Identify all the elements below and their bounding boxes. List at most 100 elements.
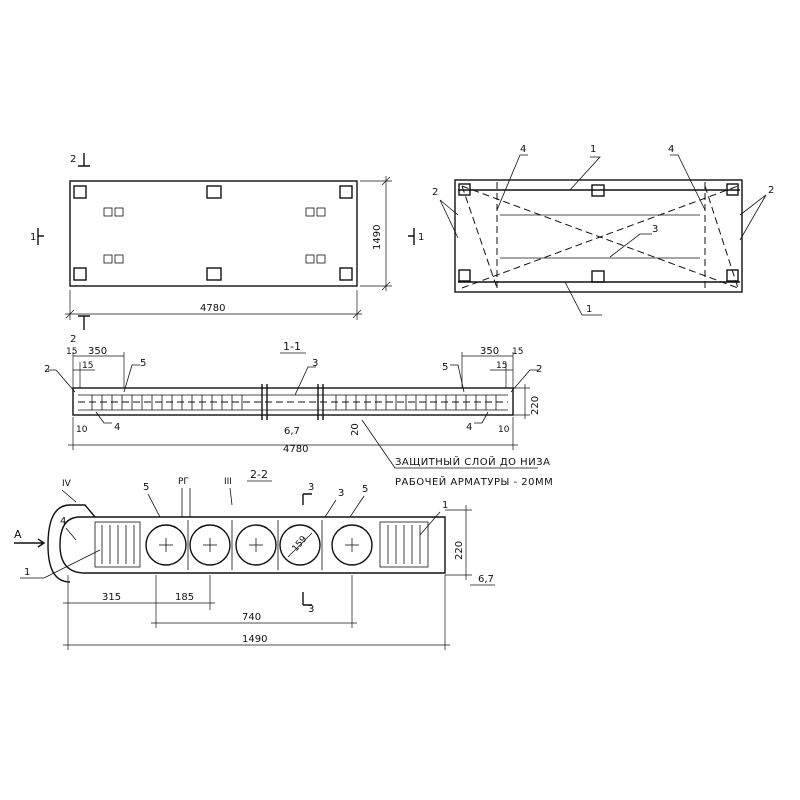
dim-15-left: 15 <box>66 347 77 357</box>
dim-15b-left: 15 <box>82 361 93 371</box>
hollow-core <box>235 524 277 566</box>
plan-corner-block <box>73 185 87 199</box>
rebar-pos-2-left: 2 <box>432 187 438 198</box>
rebar-mid-block <box>591 184 605 197</box>
section-2-2-title: 2-2 <box>250 468 268 481</box>
leader-2-right <box>510 369 538 393</box>
section-1-1-outline <box>72 387 514 416</box>
rebar-frame-diag <box>461 185 498 289</box>
cut-1-marker-right <box>408 228 415 245</box>
section-2-2: 2-2 159 А IV III РГ 5 5 3 4 1 1 3 <box>14 468 495 650</box>
dim-10-right: 10 <box>498 425 510 435</box>
leader-4-right <box>670 154 706 211</box>
dim-740: 740 <box>242 612 261 623</box>
leader-4 <box>65 527 77 541</box>
core-diameter-label: 159 <box>291 534 310 554</box>
rebar-pos-1-bottom: 1 <box>586 304 592 315</box>
rebar-corner-block <box>726 183 739 196</box>
view-a-label: А <box>14 528 22 541</box>
cut-1-label-right: 1 <box>418 232 424 243</box>
cut-1-marker-left <box>37 228 44 245</box>
dim-10-left: 10 <box>76 425 88 435</box>
break-mark <box>261 384 268 420</box>
plan-width-dim: 1490 <box>372 225 383 250</box>
dim-ticks <box>65 309 362 319</box>
s11-mark-20: 20 <box>350 423 361 436</box>
hollow-core <box>189 524 231 566</box>
leader-3 <box>294 366 316 396</box>
cut-3-bottom <box>302 592 312 606</box>
rebar-mid-block <box>591 270 605 283</box>
leader-4-left <box>95 411 112 424</box>
s22-height-dim: 220 <box>454 541 465 560</box>
reinforcement-plan: 4 4 1 1 3 2 2 <box>432 144 774 316</box>
cut-2-marker <box>78 153 90 167</box>
plan-plate <box>103 207 113 217</box>
leader-1-top <box>569 156 601 191</box>
leader-3 <box>609 233 652 258</box>
s11-pos-4-left: 4 <box>114 422 120 433</box>
hollow-core <box>279 524 321 566</box>
s11-pos-2-right: 2 <box>536 364 542 375</box>
plan-length-dim: 4780 <box>200 303 225 314</box>
s11-pos-3: 3 <box>312 358 318 369</box>
rebar-corner-block <box>458 183 471 196</box>
s11-pos-4-right: 4 <box>466 422 472 433</box>
leader-4-right <box>474 411 489 424</box>
dim-ticks <box>381 176 391 291</box>
stirrup-group-right <box>335 395 497 410</box>
end-grid-right <box>379 521 429 568</box>
plan-corner-block <box>339 185 353 199</box>
plan-corner-block <box>339 267 353 281</box>
break-mark <box>317 384 324 420</box>
cut-3-top <box>302 493 312 505</box>
s22-mark-67: 6,7 <box>478 574 494 585</box>
leader-5-left <box>147 493 161 518</box>
rebar-pos-2-right: 2 <box>768 185 774 196</box>
dim-15-right: 15 <box>512 347 523 357</box>
rebar-pos-1-top: 1 <box>590 144 596 155</box>
s11-pos-2-left: 2 <box>44 364 50 375</box>
plan-mid-block <box>206 267 222 281</box>
roman-iii: III <box>224 477 232 487</box>
s22-pos-1-right: 1 <box>442 500 448 511</box>
plan-plate <box>316 254 326 264</box>
core-diameter-line <box>287 532 313 558</box>
leader-5-right <box>450 364 465 393</box>
leader-3 <box>324 499 337 518</box>
cut-2-label-bottom: 2 <box>70 334 76 345</box>
rebar-frame-diag <box>704 185 739 289</box>
s22-pos-5-left: 5 <box>143 482 149 493</box>
hollow-core <box>145 524 187 566</box>
rebar-corner-block <box>458 269 471 282</box>
cut-3-top-label: 3 <box>308 482 314 493</box>
rg-label: РГ <box>178 477 189 487</box>
end-grid-left <box>94 521 141 568</box>
dim-1490: 1490 <box>242 634 267 645</box>
cut-2-label: 2 <box>70 154 76 165</box>
leader-4-left <box>496 154 528 211</box>
end-bars <box>101 525 421 564</box>
leader-1-left <box>20 549 101 579</box>
dim-185: 185 <box>175 592 194 603</box>
plan-corner-block <box>73 267 87 281</box>
plan-plate <box>316 207 326 217</box>
hollow-core <box>331 524 373 566</box>
leader-iii <box>229 487 233 506</box>
leader-rg <box>181 488 191 517</box>
cut-1-label-left: 1 <box>30 232 36 243</box>
s11-length-dim: 4780 <box>283 444 308 455</box>
leader-5-left <box>123 364 140 393</box>
cut-3-bottom-label: 3 <box>308 604 314 615</box>
s22-pos-4: 4 <box>60 516 66 527</box>
plan-outline <box>69 180 358 287</box>
plan-plate <box>305 207 315 217</box>
hollow-cores: 159 <box>145 520 373 570</box>
plan-plate <box>305 254 315 264</box>
s11-pos-5-left: 5 <box>140 358 146 369</box>
view-a-arc <box>47 504 71 583</box>
leader-1-bottom <box>564 281 602 316</box>
s11-height-dim: 220 <box>530 396 541 415</box>
cut-2-marker-bottom <box>78 315 90 330</box>
dim-350-right: 350 <box>480 346 499 357</box>
